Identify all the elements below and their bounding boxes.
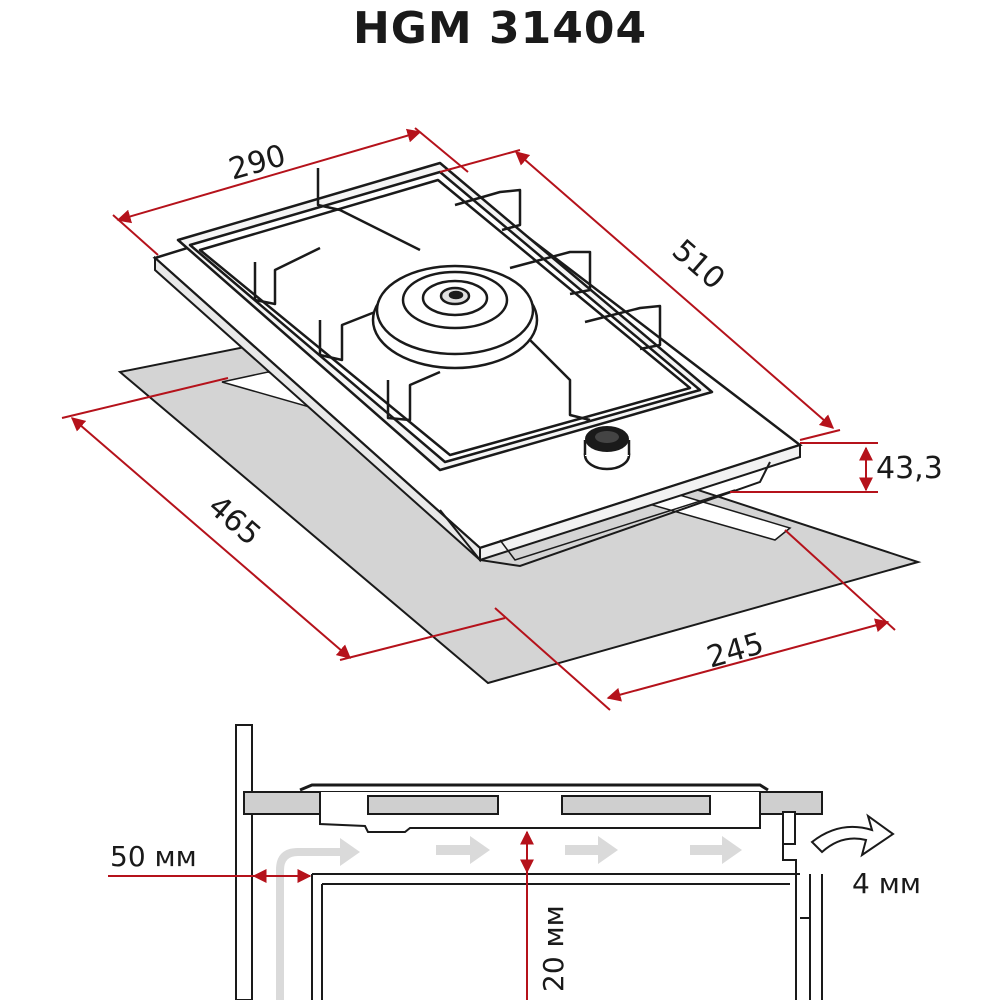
dimension-lines (61, 127, 896, 711)
side-dimension-lines (108, 830, 534, 1000)
hob-glass (299, 783, 769, 792)
wall (235, 724, 253, 1000)
gas-burner (371, 264, 539, 370)
dim-cutout-depth-label: 465 (201, 489, 267, 553)
cabinet-shelf (311, 873, 800, 1000)
side-section-view: 50 мм 4 мм 20 мм (108, 724, 921, 1000)
dim-depth-label: 510 (665, 233, 731, 297)
dim-cutout-width-label: 245 (703, 626, 768, 675)
vent-out-arrow (810, 813, 895, 858)
dim-height-label: 43,3 (876, 451, 943, 486)
model-title: HGM 31404 (352, 3, 648, 54)
dim-wall-gap-label: 50 мм (110, 840, 197, 873)
dim-vent-gap-label: 4 мм (852, 867, 921, 900)
dim-bottom-clearance-label: 20 мм (537, 905, 570, 992)
control-knob (583, 426, 631, 471)
dim-width-label: 290 (225, 138, 290, 187)
airflow-arrows (276, 836, 742, 1000)
isometric-view: 290 510 43,3 465 245 (61, 127, 943, 711)
